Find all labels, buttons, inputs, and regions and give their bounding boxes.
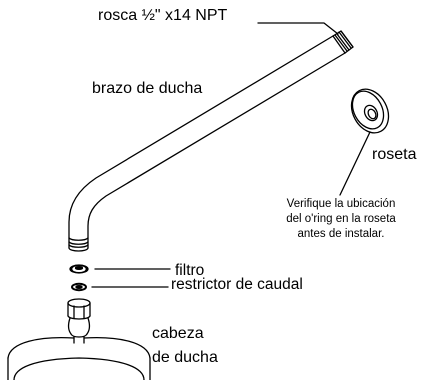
rosette-note: Verifique la ubicación del o'ring en la … [255, 197, 427, 242]
thread-label: rosca ½" x14 NPT [98, 7, 228, 24]
shower-head-label-line: cabeza [152, 325, 204, 342]
thread-leader-line [257, 22, 339, 35]
shower-head-label: cabeza de ducha [152, 322, 218, 370]
rosette [350, 88, 390, 134]
rosette-note-line: del o'ring en la roseta [286, 213, 396, 225]
rosette-note-leader [339, 131, 371, 196]
shower-arm [68, 35, 346, 252]
shower-head [7, 298, 151, 380]
thread-end [332, 30, 354, 54]
filter [69, 264, 89, 274]
shower-head-label-line: de ducha [152, 349, 218, 366]
flow-restrictor-label: restrictor de caudal [171, 276, 303, 293]
shower-arm-label: brazo de ducha [92, 80, 203, 97]
rosette-label: roseta [372, 146, 417, 163]
rosette-note-line: antes de instalar. [297, 228, 385, 240]
rosette-note-line: Verifique la ubicación [286, 198, 396, 210]
flow-restrictor [71, 282, 87, 292]
filter-label: filtro [175, 262, 205, 279]
